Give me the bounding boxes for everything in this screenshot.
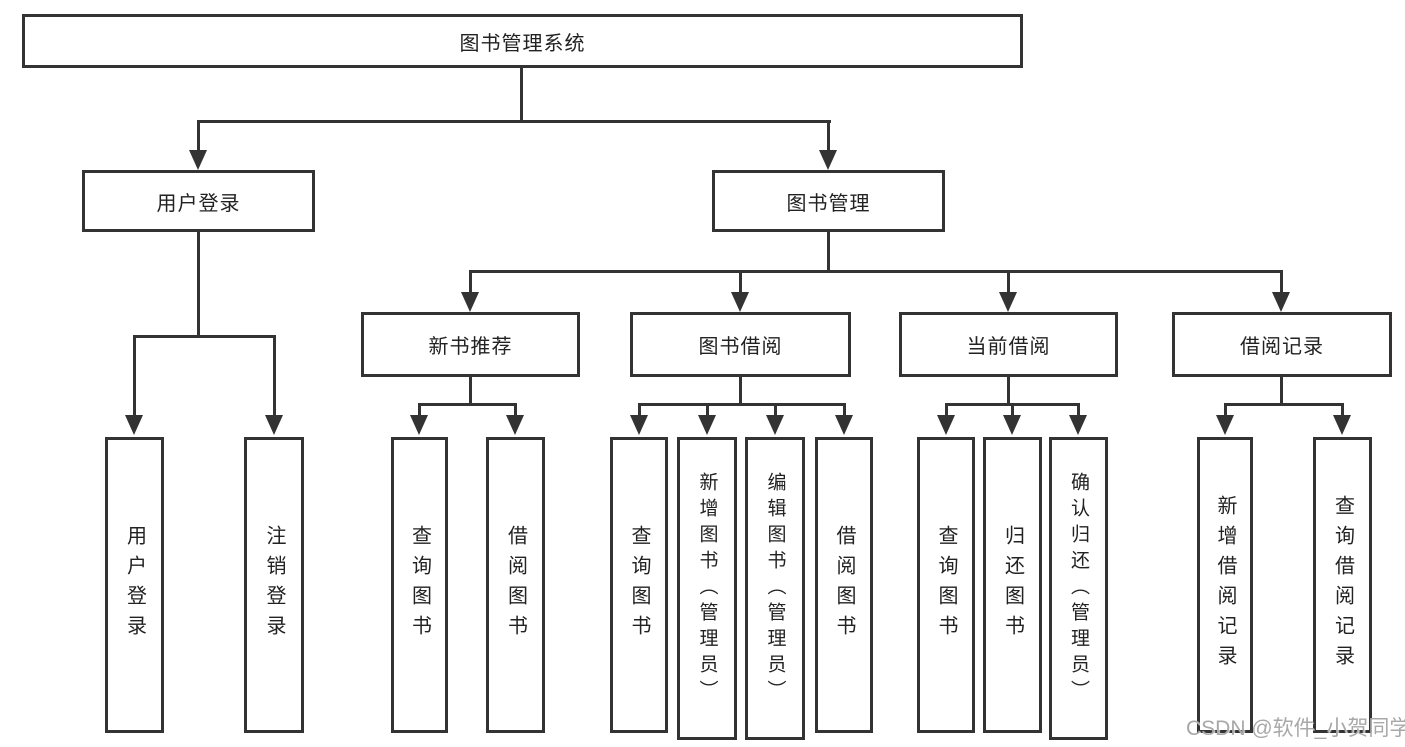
leaf-recommend-query-books: 查询图书 — [391, 437, 448, 733]
connector-line — [197, 232, 200, 338]
leaf-borrowing-add-books-admin: 新增图书（管理员） — [677, 437, 737, 740]
node-label: 归还图书 — [1001, 525, 1024, 645]
connector-line — [827, 232, 830, 273]
node-label: 查询图书 — [408, 525, 431, 645]
arrowhead-down-icon — [125, 415, 143, 435]
node-label: 确认归还（管理员） — [1068, 471, 1089, 706]
connector-line — [1011, 403, 1014, 417]
connector-line — [945, 403, 948, 417]
node-label: 新增图书（管理员） — [696, 471, 718, 706]
connector-line — [739, 377, 742, 406]
leaf-records-add-record: 新增借阅记录 — [1197, 437, 1253, 733]
node-new-book-recommend: 新书推荐 — [361, 312, 580, 377]
node-book-borrowing: 图书借阅 — [630, 312, 851, 377]
connector-line — [1341, 403, 1344, 417]
node-library-management-system: 图书管理系统 — [22, 14, 1023, 68]
arrowhead-down-icon — [819, 150, 837, 170]
leaf-user-login: 用户登录 — [105, 437, 164, 733]
arrowhead-down-icon — [999, 292, 1017, 312]
connector-line — [638, 403, 641, 417]
node-label: 新书推荐 — [428, 336, 513, 358]
node-label: 注销登录 — [263, 525, 285, 645]
arrowhead-down-icon — [766, 415, 784, 435]
connector-line — [514, 403, 517, 417]
connector-line — [1224, 403, 1344, 406]
node-label: 用户登录 — [123, 525, 146, 645]
node-user-login: 用户登录 — [82, 170, 315, 232]
arrowhead-down-icon — [731, 292, 749, 312]
connector-line — [469, 377, 472, 406]
connector-line — [843, 403, 846, 417]
node-label: 查询图书 — [628, 525, 650, 645]
connector-line — [418, 403, 517, 406]
arrowhead-down-icon — [1069, 415, 1087, 435]
arrowhead-down-icon — [410, 415, 428, 435]
connector-line — [469, 270, 1282, 273]
connector-line — [133, 335, 136, 417]
node-label: 借阅图书 — [833, 525, 855, 645]
connector-line — [638, 403, 846, 406]
connector-line — [133, 335, 276, 338]
arrowhead-down-icon — [189, 150, 207, 170]
connector-line — [706, 403, 709, 417]
node-label: 图书管理系统 — [459, 32, 586, 55]
connector-line — [1077, 403, 1080, 417]
node-label: 当前借阅 — [966, 336, 1051, 358]
arrowhead-down-icon — [461, 292, 479, 312]
node-borrowing-records: 借阅记录 — [1172, 312, 1392, 377]
arrowhead-down-icon — [698, 415, 716, 435]
node-label: 编辑图书（管理员） — [764, 471, 786, 706]
arrowhead-down-icon — [835, 415, 853, 435]
arrowhead-down-icon — [1272, 292, 1290, 312]
leaf-current-return-books: 归还图书 — [983, 437, 1042, 733]
connector-line — [469, 270, 472, 294]
leaf-current-confirm-return-admin: 确认归还（管理员） — [1049, 437, 1108, 740]
leaf-records-query-record: 查询借阅记录 — [1313, 437, 1372, 733]
connector-line — [774, 403, 777, 417]
arrowhead-down-icon — [1333, 415, 1351, 435]
connector-line — [1280, 377, 1283, 406]
node-label: 新增借阅记录 — [1214, 495, 1236, 675]
connector-line — [827, 120, 830, 152]
connector-line — [273, 335, 276, 417]
node-label: 图书管理 — [786, 192, 871, 215]
arrowhead-down-icon — [506, 415, 524, 435]
node-current-borrowing: 当前借阅 — [899, 312, 1118, 377]
node-label: 借阅图书 — [504, 525, 527, 645]
connector-line — [418, 403, 421, 417]
arrowhead-down-icon — [630, 415, 648, 435]
connector-line — [520, 66, 523, 122]
leaf-current-query-books: 查询图书 — [917, 437, 975, 733]
connector-line — [1007, 377, 1010, 406]
node-label: 借阅记录 — [1240, 336, 1324, 358]
connector-line — [197, 120, 831, 123]
connector-line — [1007, 270, 1010, 294]
connector-line — [197, 120, 200, 152]
leaf-logout: 注销登录 — [244, 437, 304, 733]
leaf-recommend-borrow-books: 借阅图书 — [486, 437, 545, 733]
arrowhead-down-icon — [265, 415, 283, 435]
node-label: 查询借阅记录 — [1331, 495, 1354, 675]
connector-line — [1280, 270, 1283, 294]
leaf-borrowing-edit-books-admin: 编辑图书（管理员） — [745, 437, 805, 740]
node-label: 图书借阅 — [698, 336, 783, 358]
node-label: 查询图书 — [935, 525, 957, 645]
arrowhead-down-icon — [1003, 415, 1021, 435]
connector-line — [739, 270, 742, 294]
connector-line — [1224, 403, 1227, 417]
node-label: 用户登录 — [156, 192, 241, 215]
leaf-borrowing-borrow-books: 借阅图书 — [815, 437, 873, 733]
leaf-borrowing-query-books: 查询图书 — [610, 437, 668, 733]
watermark-csdn: CSDN @软件_小贺同学 — [1186, 717, 1405, 740]
arrowhead-down-icon — [1216, 415, 1234, 435]
arrowhead-down-icon — [937, 415, 955, 435]
node-book-management: 图书管理 — [712, 170, 945, 232]
